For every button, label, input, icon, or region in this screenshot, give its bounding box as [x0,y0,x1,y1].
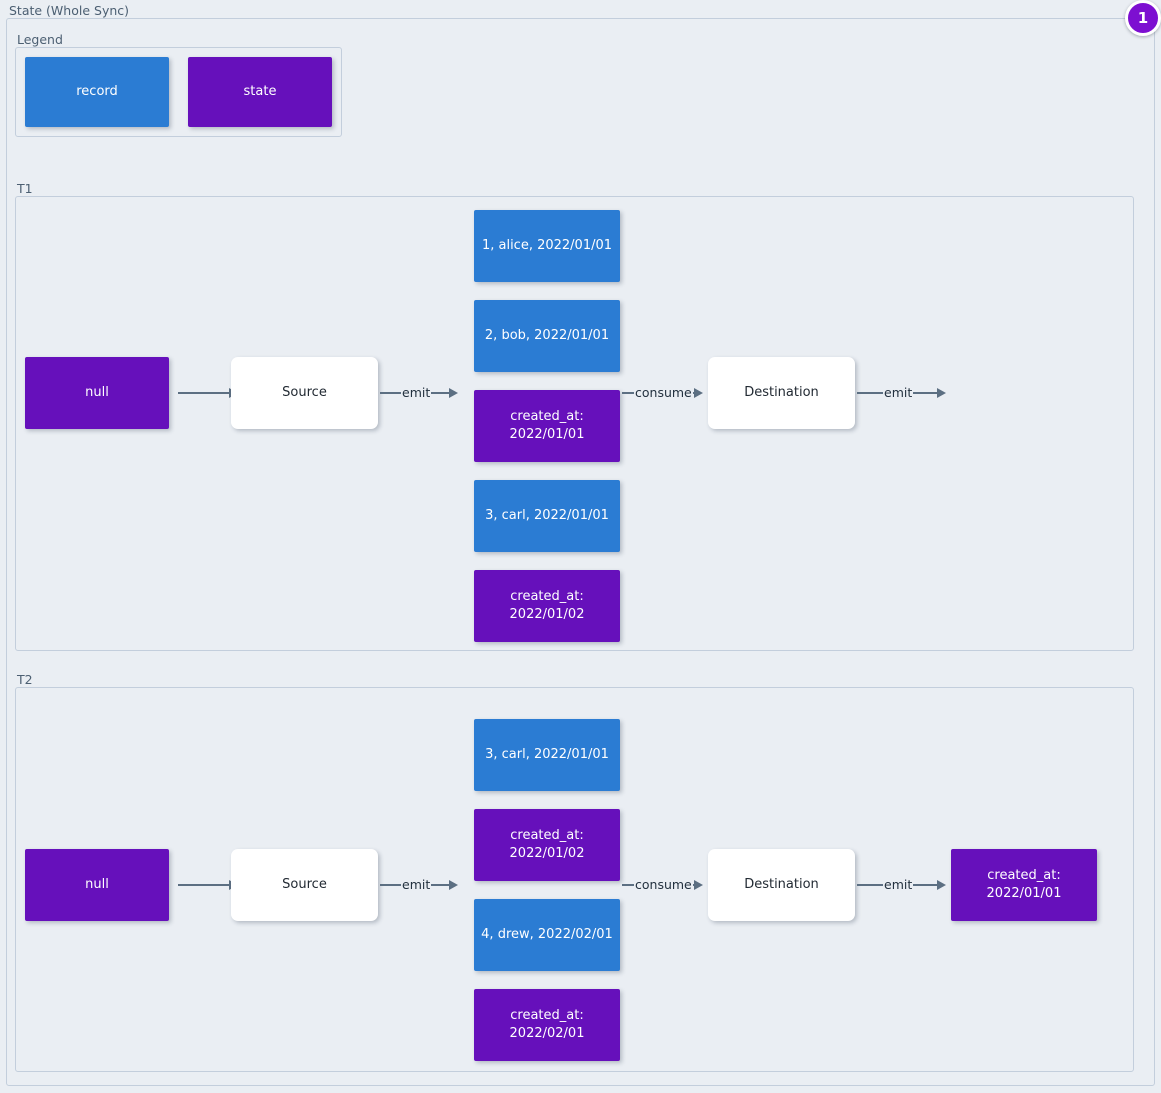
t2-edge-source-emit: emit [380,875,459,895]
t2-emitted-node-1: created_at: 2022/01/02 [474,809,620,881]
legend-title: Legend [17,32,63,47]
t1-edge-state-to-source [178,383,238,403]
legend-swatch-record: record [25,57,169,127]
edge-line [622,884,634,886]
edge-line [857,884,883,886]
arrow-head-icon [693,880,703,890]
t2-edge-state-to-source [178,875,238,895]
t1-edge-consume: consume [622,383,703,403]
arrow-head-icon [449,388,459,398]
t1-edge-source-emit: emit [380,383,459,403]
t1-destination-node: Destination [708,357,855,429]
t1-edge-source-emit-label: emit [402,385,431,400]
edge-line [431,884,451,886]
t2-initial-state-node: null [25,849,169,921]
legend-swatch-state: state [188,57,332,127]
t2-edge-consume: consume [622,875,703,895]
edge-line [913,392,939,394]
t2-edge-consume-label: consume [635,877,692,892]
edge-line [380,392,401,394]
edge-line [857,392,883,394]
t2-edge-source-emit-label: emit [402,877,431,892]
t2-emitted-node-3: created_at: 2022/02/01 [474,989,620,1061]
t1-edge-destination-emit-label: emit [884,385,913,400]
lane-t1-title: T1 [17,181,33,196]
t2-emitted-node-2: 4, drew, 2022/02/01 [474,899,620,971]
arrow-head-icon [693,388,703,398]
t1-emitted-node-2: created_at: 2022/01/01 [474,390,620,462]
t2-output-state-node: created_at: 2022/01/01 [951,849,1097,921]
t2-source-node: Source [231,849,378,921]
t1-emitted-node-1: 2, bob, 2022/01/01 [474,300,620,372]
arrow-head-icon [937,880,947,890]
t2-emitted-node-0: 3, carl, 2022/01/01 [474,719,620,791]
edge-line [622,392,634,394]
t1-emitted-node-3: 3, carl, 2022/01/01 [474,480,620,552]
t1-edge-destination-emit: emit [857,383,947,403]
edge-line [178,392,230,394]
page-title: State (Whole Sync) [9,3,130,18]
edge-line [431,392,451,394]
t2-destination-node: Destination [708,849,855,921]
edge-line [913,884,939,886]
edge-line [178,884,230,886]
t1-initial-state-node: null [25,357,169,429]
t1-emitted-node-0: 1, alice, 2022/01/01 [474,210,620,282]
arrow-head-icon [937,388,947,398]
t2-edge-destination-emit: emit [857,875,947,895]
t1-edge-consume-label: consume [635,385,692,400]
step-badge: 1 [1125,0,1161,36]
t1-source-node: Source [231,357,378,429]
lane-t2-title: T2 [17,672,33,687]
edge-line [380,884,401,886]
t2-edge-destination-emit-label: emit [884,877,913,892]
t1-emitted-node-4: created_at: 2022/01/02 [474,570,620,642]
arrow-head-icon [449,880,459,890]
